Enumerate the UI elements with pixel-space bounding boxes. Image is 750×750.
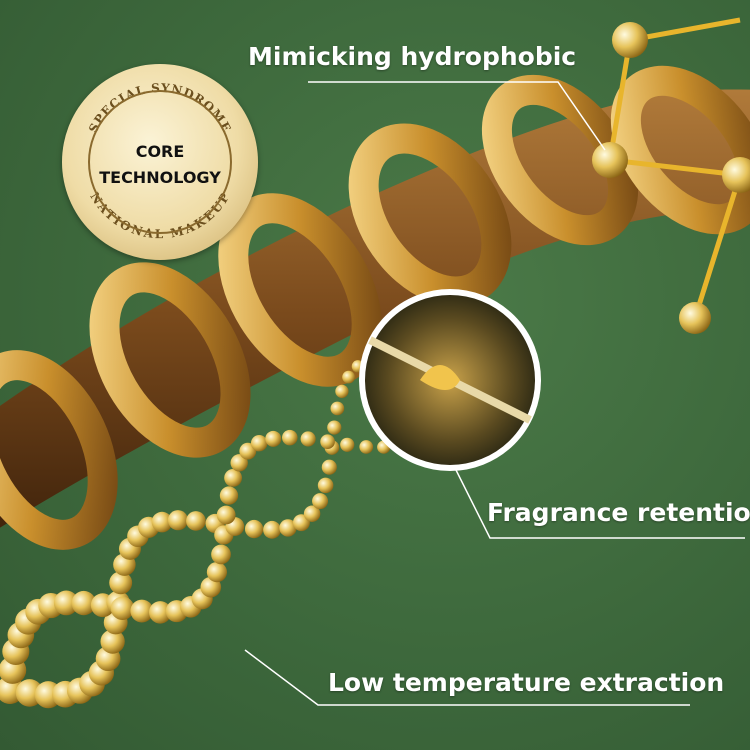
magnifier-circle — [359, 289, 541, 471]
dna-bead — [109, 571, 133, 595]
dna-bead — [279, 519, 297, 537]
callout-lines — [244, 81, 745, 706]
dna-bead — [300, 431, 316, 447]
badge-line2: TECHNOLOGY — [99, 168, 221, 187]
callout-low-temperature-extraction: Low temperature extraction — [328, 668, 725, 697]
dna-bead — [340, 437, 355, 452]
dna-bead — [303, 505, 321, 522]
dna-bead — [167, 510, 189, 531]
molecule — [592, 17, 750, 334]
core-technology-badge: SPECIAL SYNDROME NATIONAL MAKEUP CORE TE… — [62, 64, 258, 260]
gold-ribbon-loops — [0, 65, 750, 550]
dna-bead — [148, 601, 172, 624]
dna-bead — [216, 505, 236, 525]
dna-bead — [211, 544, 231, 565]
dna-bead — [359, 440, 374, 454]
dna-bead — [317, 477, 334, 494]
dna-bead — [282, 429, 298, 446]
callout-fragrance-retention: Fragrance retention — [487, 498, 750, 527]
badge-ring — [88, 90, 232, 234]
dna-bead — [71, 590, 96, 616]
dna-bead — [335, 384, 349, 398]
dna-bead — [186, 511, 206, 531]
dna-bead — [100, 629, 125, 654]
dna-bead — [230, 454, 248, 472]
dna-bead — [321, 459, 337, 475]
dna-bead — [244, 519, 264, 539]
dna-bead — [224, 468, 243, 487]
dna-bead — [327, 420, 342, 435]
callout-mimicking-hydrophobic: Mimicking hydrophobic — [248, 42, 577, 71]
dna-bead — [330, 401, 345, 416]
dna-bead — [250, 434, 268, 452]
dna-bead — [206, 562, 227, 583]
dna-bead — [263, 520, 281, 539]
dna-bead — [151, 511, 173, 533]
dna-bead — [342, 370, 355, 384]
dna-bead — [130, 599, 154, 623]
dna-bead — [219, 486, 239, 505]
dna-bead — [312, 493, 329, 510]
dna-bead — [265, 430, 282, 447]
dna-bead — [53, 590, 79, 616]
dna-bead — [320, 434, 335, 450]
dna-bead — [110, 596, 135, 620]
badge-line1: CORE — [135, 142, 185, 161]
